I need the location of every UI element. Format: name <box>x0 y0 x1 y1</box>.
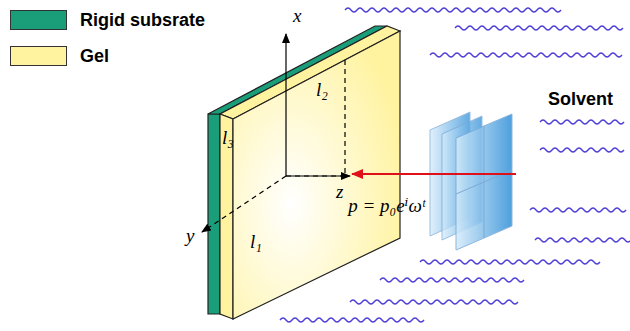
pressure-wave <box>430 112 512 250</box>
legend-text: Rigid subsrate <box>80 11 205 29</box>
axis-label: y <box>186 226 194 245</box>
legend-swatch <box>10 46 67 66</box>
wave-line <box>455 26 623 30</box>
axis-label: x <box>293 6 301 25</box>
pressure-label: p = p₀eⁱωᵗ <box>348 196 425 215</box>
wave-line <box>280 318 424 322</box>
gel-slab <box>220 26 400 319</box>
wave-line <box>350 300 518 304</box>
medium-label: Solvent <box>548 90 613 108</box>
pressure-arrow <box>352 173 516 175</box>
dimension-label: l₃ <box>222 128 234 147</box>
wave-line <box>430 53 622 57</box>
dimension-label: l₁ <box>250 232 262 251</box>
wave-line <box>530 208 626 212</box>
wave-line <box>420 260 600 264</box>
legend-swatch <box>10 10 67 30</box>
wave-line <box>345 8 561 12</box>
wave-line <box>540 120 624 124</box>
dimension-label: l₂ <box>316 80 328 99</box>
axis-label: z <box>336 182 343 201</box>
wave-line <box>540 148 624 152</box>
legend-text: Gel <box>80 47 109 65</box>
wave-line <box>380 278 524 282</box>
axes <box>202 34 350 232</box>
wave-line <box>535 238 630 242</box>
